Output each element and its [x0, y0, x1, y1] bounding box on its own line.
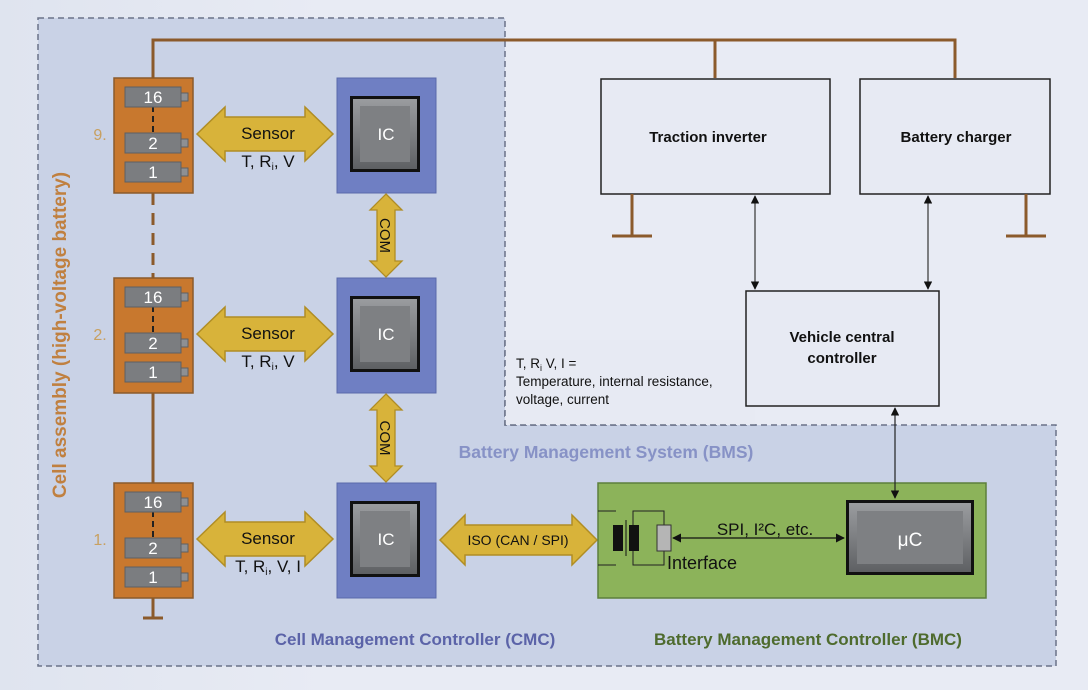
cell-module-row: 1. 16 2 1 Sensor T, Ri, V, I IC	[93, 482, 437, 599]
interface-label: Interface	[667, 553, 737, 573]
sensor-arrow	[195, 105, 335, 163]
cell-number: 2	[148, 134, 157, 153]
cell-number: 1	[148, 163, 157, 182]
ic-label: IC	[378, 530, 395, 549]
sensor-values: T, Ri, V	[241, 152, 295, 173]
hv-bus-wire	[151, 38, 957, 78]
cmc-label: Cell Management Controller (CMC)	[275, 630, 556, 649]
com-label: COM	[376, 218, 393, 253]
battery-charger-box	[859, 78, 1051, 195]
cell-terminal-icon	[180, 543, 189, 553]
cell-module-row: 9. 16 2 1 Sensor T, Ri, V IC	[93, 77, 437, 194]
cell-terminal-icon	[180, 92, 189, 102]
sensor-arrow	[195, 510, 335, 568]
cell-terminal-icon	[180, 497, 189, 507]
legend-line-3: voltage, current	[516, 392, 609, 407]
sensor-arrow	[195, 305, 335, 363]
cell-terminal-icon	[180, 338, 189, 348]
cell-number: 1	[148, 363, 157, 382]
cell-terminal-icon	[180, 167, 189, 177]
iso-label: ISO (CAN / SPI)	[467, 532, 568, 548]
legend-line-1: T, Ri V, I =	[516, 356, 577, 373]
ic-label: IC	[378, 325, 395, 344]
vehicle-controller-label-2: controller	[807, 350, 876, 367]
legend-zone	[505, 340, 755, 425]
com-arrow: COM	[368, 193, 404, 278]
ic-label: IC	[378, 125, 395, 144]
vehicle-controller-box	[745, 290, 940, 407]
cmc-ic: IC	[336, 77, 437, 194]
cmc-ic: IC	[336, 482, 437, 599]
sensor-values: T, Ri, V	[241, 352, 295, 373]
cell-terminal-icon	[180, 292, 189, 302]
traction-inverter-box	[600, 78, 831, 195]
isolator-icon	[598, 510, 672, 566]
sensor-label: Sensor	[241, 529, 295, 548]
traction-inverter-label: Traction inverter	[649, 129, 767, 146]
cell-number: 16	[144, 493, 163, 512]
com-label: COM	[376, 421, 393, 456]
charger-ground-icon	[1006, 194, 1046, 238]
spi-bus-label: SPI, I²C, etc.	[717, 520, 813, 539]
module-index-label: 1.	[93, 532, 106, 549]
cell-terminal-icon	[180, 138, 189, 148]
cell-terminal-icon	[180, 572, 189, 582]
sensor-label: Sensor	[241, 324, 295, 343]
interface-block	[656, 524, 672, 552]
mcu-label: μC	[898, 530, 923, 551]
sensor-values: T, Ri, V, I	[235, 557, 301, 578]
inverter-ground-icon	[612, 194, 652, 238]
com-arrow: COM	[368, 393, 404, 483]
cmc-ic: IC	[336, 277, 437, 394]
iso-arrow: ISO (CAN / SPI)	[438, 513, 599, 567]
bms-label: Battery Management System (BMS)	[459, 442, 754, 462]
cell-number: 16	[144, 88, 163, 107]
module-index-label: 9.	[93, 127, 106, 144]
module-index-label: 2.	[93, 327, 106, 344]
cell-module-row: 2. 16 2 1 Sensor T, Ri, V IC	[93, 277, 437, 394]
vehicle-controller-label-1: Vehicle central	[789, 329, 894, 346]
microcontroller: μC	[846, 500, 974, 575]
bmc-label: Battery Management Controller (BMC)	[654, 630, 962, 649]
legend-line-2: Temperature, internal resistance,	[516, 374, 713, 389]
cell-number: 2	[148, 539, 157, 558]
cell-number: 1	[148, 568, 157, 587]
cell-terminal-icon	[180, 367, 189, 377]
battery-charger-label: Battery charger	[901, 129, 1012, 146]
sensor-label: Sensor	[241, 124, 295, 143]
cell-number: 2	[148, 334, 157, 353]
cell-number: 16	[144, 288, 163, 307]
cell-assembly-label: Cell assembly (high-voltage battery)	[50, 172, 71, 498]
